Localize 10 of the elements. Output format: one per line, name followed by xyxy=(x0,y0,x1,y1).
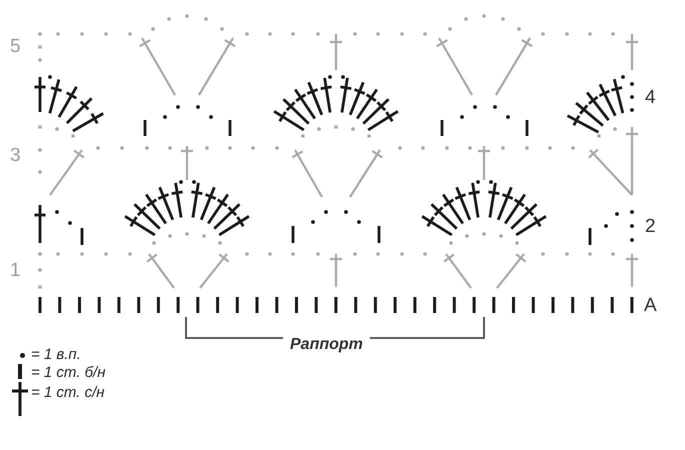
repeat-label: Раппорт xyxy=(290,337,363,353)
row-label: 5 xyxy=(10,37,21,56)
row-label: 2 xyxy=(645,217,656,236)
row-label: A xyxy=(644,296,657,315)
legend-text: = 1 ст. с/н xyxy=(31,385,105,400)
legend-text: = 1 в.п. xyxy=(31,347,81,362)
row-label: 3 xyxy=(10,146,21,165)
legend-text: = 1 ст. б/н xyxy=(31,365,106,380)
row-label: 4 xyxy=(645,88,656,107)
row-label: 1 xyxy=(10,261,21,280)
